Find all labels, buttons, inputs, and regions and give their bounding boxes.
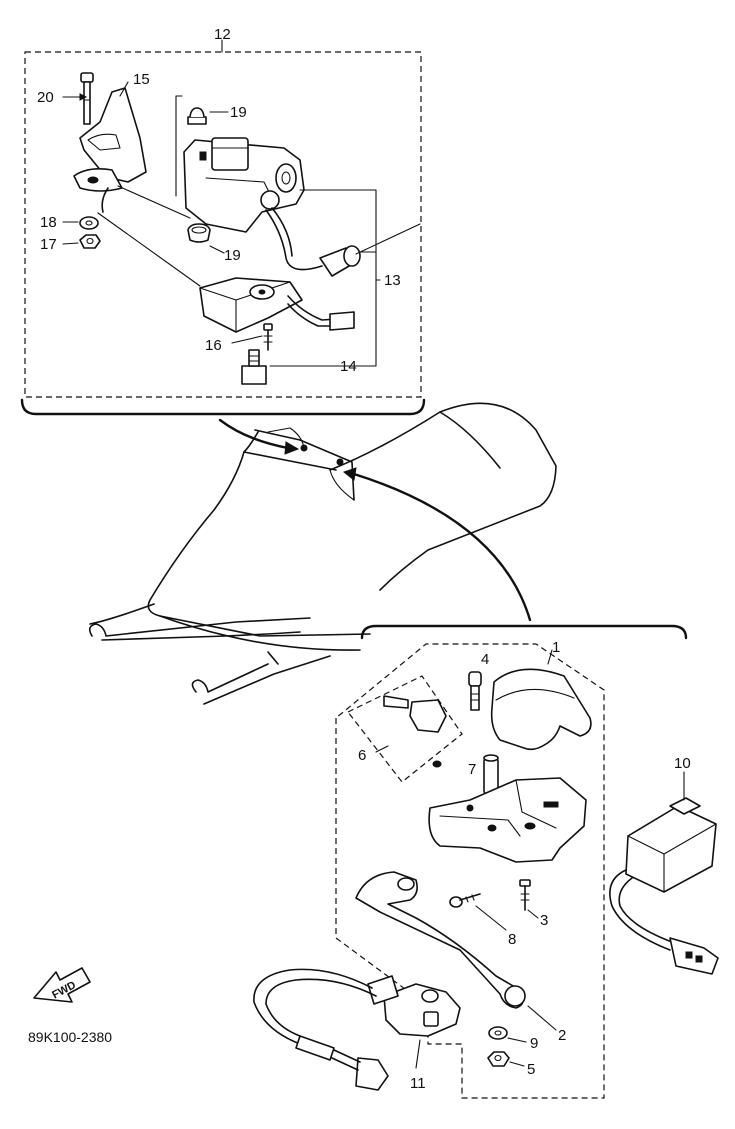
washer-9 bbox=[488, 1026, 508, 1040]
callout-10: 10 bbox=[674, 755, 691, 772]
screw-16 bbox=[263, 323, 273, 351]
screw-8 bbox=[449, 893, 481, 908]
callout-3: 3 bbox=[540, 912, 548, 929]
callout-9: 9 bbox=[530, 1035, 538, 1052]
bolt-14 bbox=[241, 349, 267, 385]
brake-switch-11 bbox=[253, 968, 461, 1091]
callout-19-lower: 19 bbox=[224, 247, 241, 264]
callout-8: 8 bbox=[508, 931, 516, 948]
callout-4: 4 bbox=[481, 651, 489, 668]
callout-14: 14 bbox=[340, 358, 357, 375]
lower-assembly: 1 4 6 7 bbox=[253, 624, 719, 1099]
callout-18: 18 bbox=[40, 214, 57, 231]
callout-12: 12 bbox=[214, 26, 231, 43]
callout-16: 16 bbox=[205, 337, 222, 354]
lower-dashed-frame bbox=[335, 643, 605, 1099]
lever-bracket-body bbox=[428, 777, 587, 863]
callout-6: 6 bbox=[358, 747, 366, 764]
forward-direction-arrow: FWD bbox=[33, 967, 91, 1003]
bracket-15 bbox=[73, 87, 147, 213]
drawing-code: 89K100-2380 bbox=[28, 1029, 112, 1045]
callout-17: 17 bbox=[40, 236, 57, 253]
callout-13: 13 bbox=[384, 272, 401, 289]
callout-20: 20 bbox=[37, 89, 54, 106]
brake-lever-2 bbox=[355, 871, 526, 1009]
callout-2: 2 bbox=[558, 1027, 566, 1044]
callout-7: 7 bbox=[468, 761, 476, 778]
part-6-assembly bbox=[383, 695, 447, 768]
callout-19-upper: 19 bbox=[230, 104, 247, 121]
callout-11: 11 bbox=[410, 1075, 426, 1092]
snowmobile-outline bbox=[88, 402, 557, 705]
lower-bracket bbox=[360, 624, 688, 640]
grommet-19-upper bbox=[187, 107, 207, 125]
nut-17 bbox=[79, 234, 101, 249]
clamp-cover bbox=[490, 668, 592, 751]
switch-housing bbox=[199, 277, 355, 333]
inset-bracket bbox=[20, 398, 426, 416]
callout-5: 5 bbox=[527, 1061, 535, 1078]
pin-7 bbox=[483, 754, 499, 795]
upper-assembly-inset: 12 20 15 18 17 bbox=[20, 26, 426, 416]
control-unit-13 bbox=[183, 137, 361, 277]
screw-3 bbox=[519, 879, 531, 911]
washer-18 bbox=[79, 216, 99, 230]
grommet-19-lower bbox=[187, 223, 211, 243]
screw-4 bbox=[468, 671, 482, 711]
bolt-20 bbox=[80, 72, 94, 125]
nut-5 bbox=[487, 1051, 510, 1067]
callout-15: 15 bbox=[133, 71, 150, 88]
callout-1: 1 bbox=[552, 639, 560, 656]
part-10-module bbox=[609, 797, 719, 975]
